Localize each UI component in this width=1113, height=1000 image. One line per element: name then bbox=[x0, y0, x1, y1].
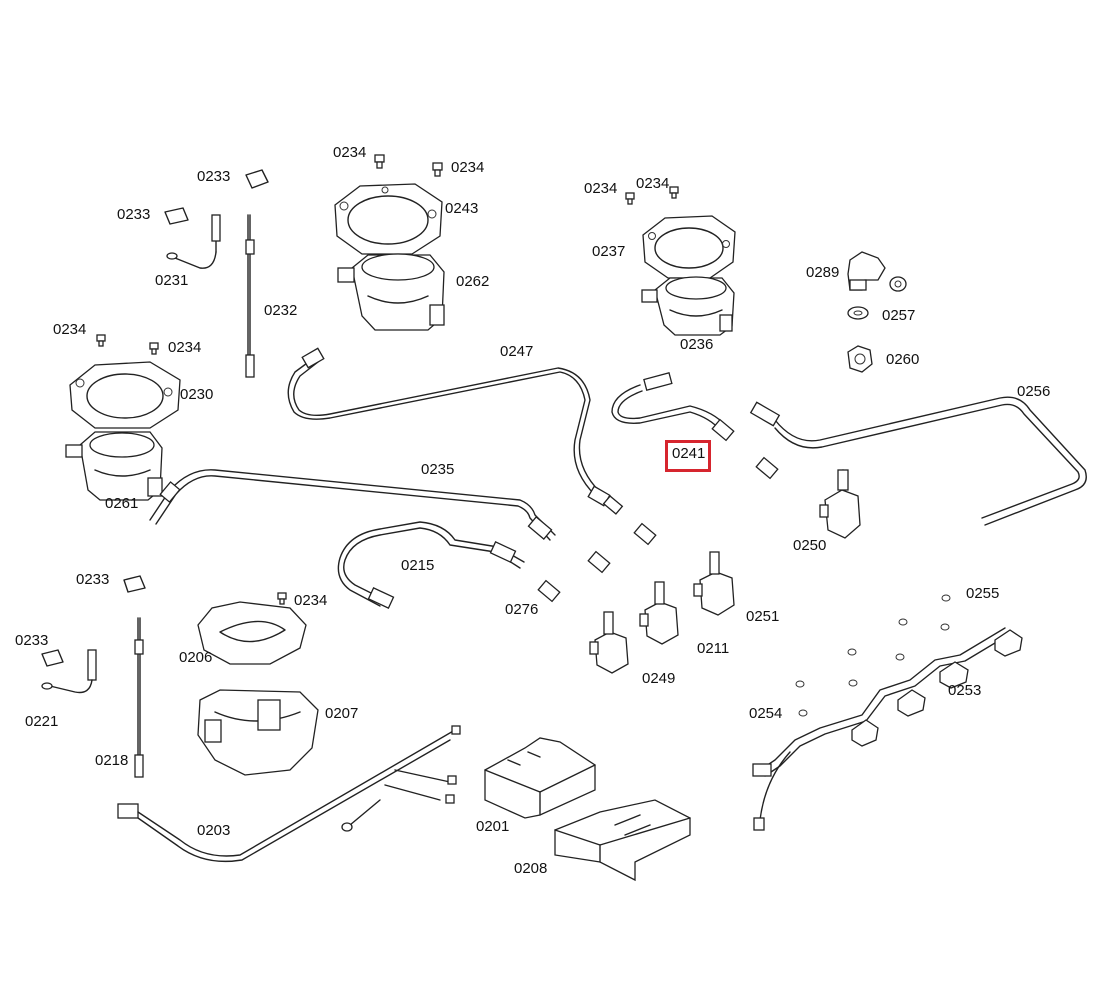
tube-0256 bbox=[749, 396, 1087, 526]
label-0241: 0241 bbox=[672, 445, 706, 462]
burner-base-0207 bbox=[197, 689, 319, 776]
label-0243: 0243 bbox=[445, 200, 479, 217]
label-0247: 0247 bbox=[500, 343, 534, 360]
label-0233: 0233 bbox=[76, 571, 110, 588]
label-0234: 0234 bbox=[636, 175, 670, 192]
valve-0249 bbox=[589, 611, 629, 674]
gasket-0243 bbox=[334, 183, 443, 255]
label-0256: 0256 bbox=[1017, 383, 1051, 400]
tube-0247 bbox=[287, 347, 611, 507]
label-0257: 0257 bbox=[882, 307, 916, 324]
gasket-0237 bbox=[642, 215, 736, 279]
gasket-0230 bbox=[69, 361, 181, 429]
highlight-box-0241 bbox=[665, 440, 711, 472]
washer-0257 bbox=[847, 306, 869, 320]
label-0253: 0253 bbox=[948, 682, 982, 699]
clips-0233-bottom bbox=[41, 575, 146, 667]
label-0207: 0207 bbox=[325, 705, 359, 722]
tube-0235 bbox=[149, 469, 556, 541]
label-0206: 0206 bbox=[179, 649, 213, 666]
valve-0251 bbox=[693, 551, 735, 616]
screws-0234-right bbox=[625, 186, 679, 205]
nut-small bbox=[889, 276, 907, 292]
label-0236: 0236 bbox=[680, 336, 714, 353]
label-0289: 0289 bbox=[806, 264, 840, 281]
valve-0250 bbox=[819, 469, 861, 539]
label-0234: 0234 bbox=[584, 180, 618, 197]
electrode-0218 bbox=[134, 617, 144, 778]
label-0230: 0230 bbox=[180, 386, 214, 403]
label-0261: 0261 bbox=[105, 495, 139, 512]
elbow-fitting-0289 bbox=[847, 251, 886, 291]
tube-0215 bbox=[337, 521, 525, 609]
label-0211: 0211 bbox=[697, 640, 730, 657]
label-0232: 0232 bbox=[264, 302, 298, 319]
label-0234: 0234 bbox=[294, 592, 328, 609]
spark-module-0201 bbox=[484, 737, 596, 819]
label-0254: 0254 bbox=[749, 705, 783, 722]
label-0233: 0233 bbox=[197, 168, 231, 185]
label-0208: 0208 bbox=[514, 860, 548, 877]
burner-cup-0262 bbox=[337, 253, 445, 331]
burner-cup-0236 bbox=[641, 276, 735, 336]
label-0233: 0233 bbox=[15, 632, 49, 649]
gasket-0206 bbox=[197, 601, 307, 665]
valve-0211 bbox=[639, 581, 679, 645]
label-0276: 0276 bbox=[505, 601, 539, 618]
ignition-switch-0253 bbox=[752, 627, 1023, 831]
label-0201: 0201 bbox=[476, 818, 510, 835]
label-0234: 0234 bbox=[451, 159, 485, 176]
label-0215: 0215 bbox=[401, 557, 435, 574]
label-0234: 0234 bbox=[333, 144, 367, 161]
screws-0234-top bbox=[374, 154, 443, 177]
label-0237: 0237 bbox=[592, 243, 626, 260]
thermocouple-0221 bbox=[41, 649, 97, 694]
cover-0208 bbox=[554, 799, 691, 882]
burner-cup-0261 bbox=[65, 431, 163, 501]
injectors bbox=[537, 456, 779, 603]
clips-0233-top bbox=[164, 169, 269, 225]
clips-0255 bbox=[795, 594, 951, 717]
thermocouple-0231 bbox=[166, 214, 221, 269]
label-0235: 0235 bbox=[421, 461, 455, 478]
tube-0241 bbox=[611, 372, 735, 442]
label-0218: 0218 bbox=[95, 752, 129, 769]
label-0221: 0221 bbox=[25, 713, 59, 730]
label-0231: 0231 bbox=[155, 272, 189, 289]
label-0234: 0234 bbox=[53, 321, 87, 338]
screw-0234-bottom bbox=[277, 592, 287, 605]
label-0255: 0255 bbox=[966, 585, 1000, 602]
label-0262: 0262 bbox=[456, 273, 490, 290]
label-0234: 0234 bbox=[168, 339, 202, 356]
wiring-harness-0203 bbox=[117, 725, 461, 863]
electrode-0232 bbox=[245, 214, 255, 378]
label-0249: 0249 bbox=[642, 670, 676, 687]
label-0251: 0251 bbox=[746, 608, 780, 625]
screws-0234-left bbox=[96, 334, 159, 355]
label-0203: 0203 bbox=[197, 822, 231, 839]
label-0233: 0233 bbox=[117, 206, 151, 223]
nut-0260 bbox=[847, 345, 873, 373]
label-0250: 0250 bbox=[793, 537, 827, 554]
label-0260: 0260 bbox=[886, 351, 920, 368]
